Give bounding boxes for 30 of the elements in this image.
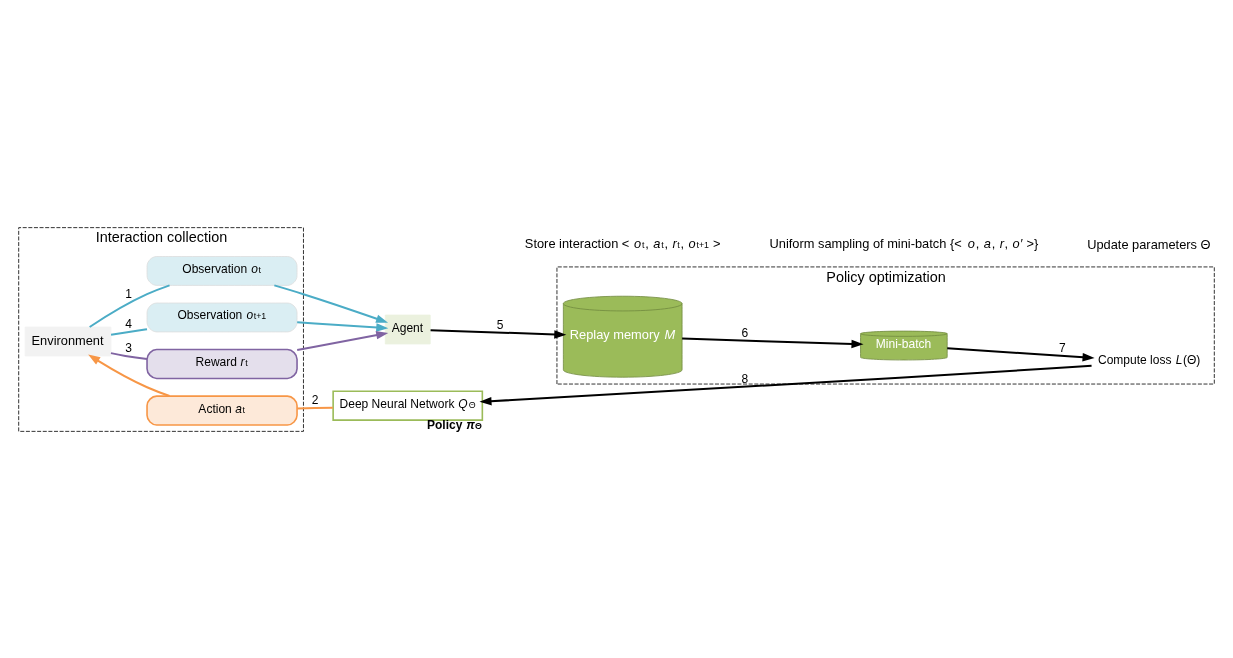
arrow [682, 337, 864, 348]
connector [89, 283, 170, 328]
arrow [297, 330, 389, 351]
arrow [479, 364, 1092, 405]
arrow [947, 346, 1095, 361]
arrow [430, 328, 567, 339]
node-box: Observation ot+1 [146, 302, 298, 332]
edge-label: 2 [311, 392, 319, 407]
arrow [274, 283, 389, 323]
label: Uniform sampling of mini-batch {< o, a, r, o′ >} [769, 235, 1039, 251]
node-text: Compute loss L(Θ) [1098, 352, 1201, 367]
edge-label: 4 [125, 316, 133, 331]
node-box: Observation ot [146, 255, 298, 286]
node-box: Agent [384, 314, 431, 344]
connector [297, 406, 333, 410]
label: Update parameters Θ [1087, 236, 1211, 252]
node-box: Reward rt [146, 348, 298, 379]
node-box: Action at [146, 394, 298, 426]
edge-label: 5 [496, 317, 504, 332]
edge-label: 8 [741, 371, 749, 386]
arrow [297, 320, 389, 332]
connector [110, 351, 148, 360]
edge-label: 6 [741, 325, 749, 340]
node-box: Deep Neural Network QΘ [332, 389, 484, 421]
edge-label: 3 [125, 340, 133, 355]
label: Store interaction < ot, at, rt, ot+1 > [524, 235, 721, 251]
connector [110, 327, 148, 336]
node-box: Environment [24, 326, 112, 356]
edge-label: 1 [125, 286, 133, 301]
edge-label: 7 [1059, 340, 1066, 355]
